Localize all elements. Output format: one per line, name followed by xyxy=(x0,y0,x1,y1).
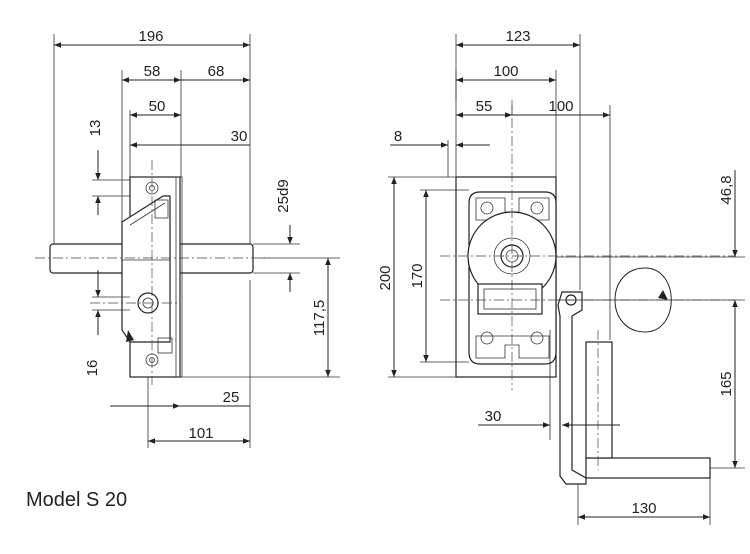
dim-25d9: 25d9 xyxy=(275,179,292,212)
dim-16: 16 xyxy=(84,360,101,377)
dim-123: 123 xyxy=(505,28,530,45)
crank-window xyxy=(477,283,543,315)
dim-8: 8 xyxy=(394,128,402,145)
front-view: 123 100 55 100 8 200 170 46,8 165 30 130 xyxy=(377,28,745,525)
crank-arm xyxy=(585,341,613,459)
bolt-hole xyxy=(480,201,494,215)
dim-130: 130 xyxy=(631,500,656,517)
dim-25: 25 xyxy=(223,389,240,406)
bolt-hole xyxy=(480,331,494,345)
rotation-arrow-icon xyxy=(614,267,672,333)
dim-117-5: 117,5 xyxy=(311,300,328,336)
dim-68: 68 xyxy=(208,63,225,80)
dim-30-left: 30 xyxy=(231,128,248,145)
side-view: 196 58 68 50 30 13 25d9 117,5 16 25 101 xyxy=(35,28,340,448)
dim-50: 50 xyxy=(149,98,166,115)
bolt-hole xyxy=(530,201,544,215)
dim-196: 196 xyxy=(138,28,163,45)
dim-58: 58 xyxy=(144,63,161,80)
crank-handle xyxy=(557,291,587,485)
dim-46-8: 46,8 xyxy=(718,175,735,204)
dim-165: 165 xyxy=(718,371,735,396)
dim-55: 55 xyxy=(476,98,493,115)
model-caption: Model S 20 xyxy=(26,489,128,511)
dim-170: 170 xyxy=(409,263,426,288)
dim-100-offset: 100 xyxy=(548,98,573,115)
dim-13: 13 xyxy=(87,120,104,137)
dim-100-top: 100 xyxy=(493,63,518,80)
handle-grip xyxy=(585,457,711,479)
dim-30-right: 30 xyxy=(485,408,502,425)
dim-200: 200 xyxy=(377,265,394,290)
dim-101: 101 xyxy=(188,425,213,442)
bolt-hole xyxy=(530,331,544,345)
